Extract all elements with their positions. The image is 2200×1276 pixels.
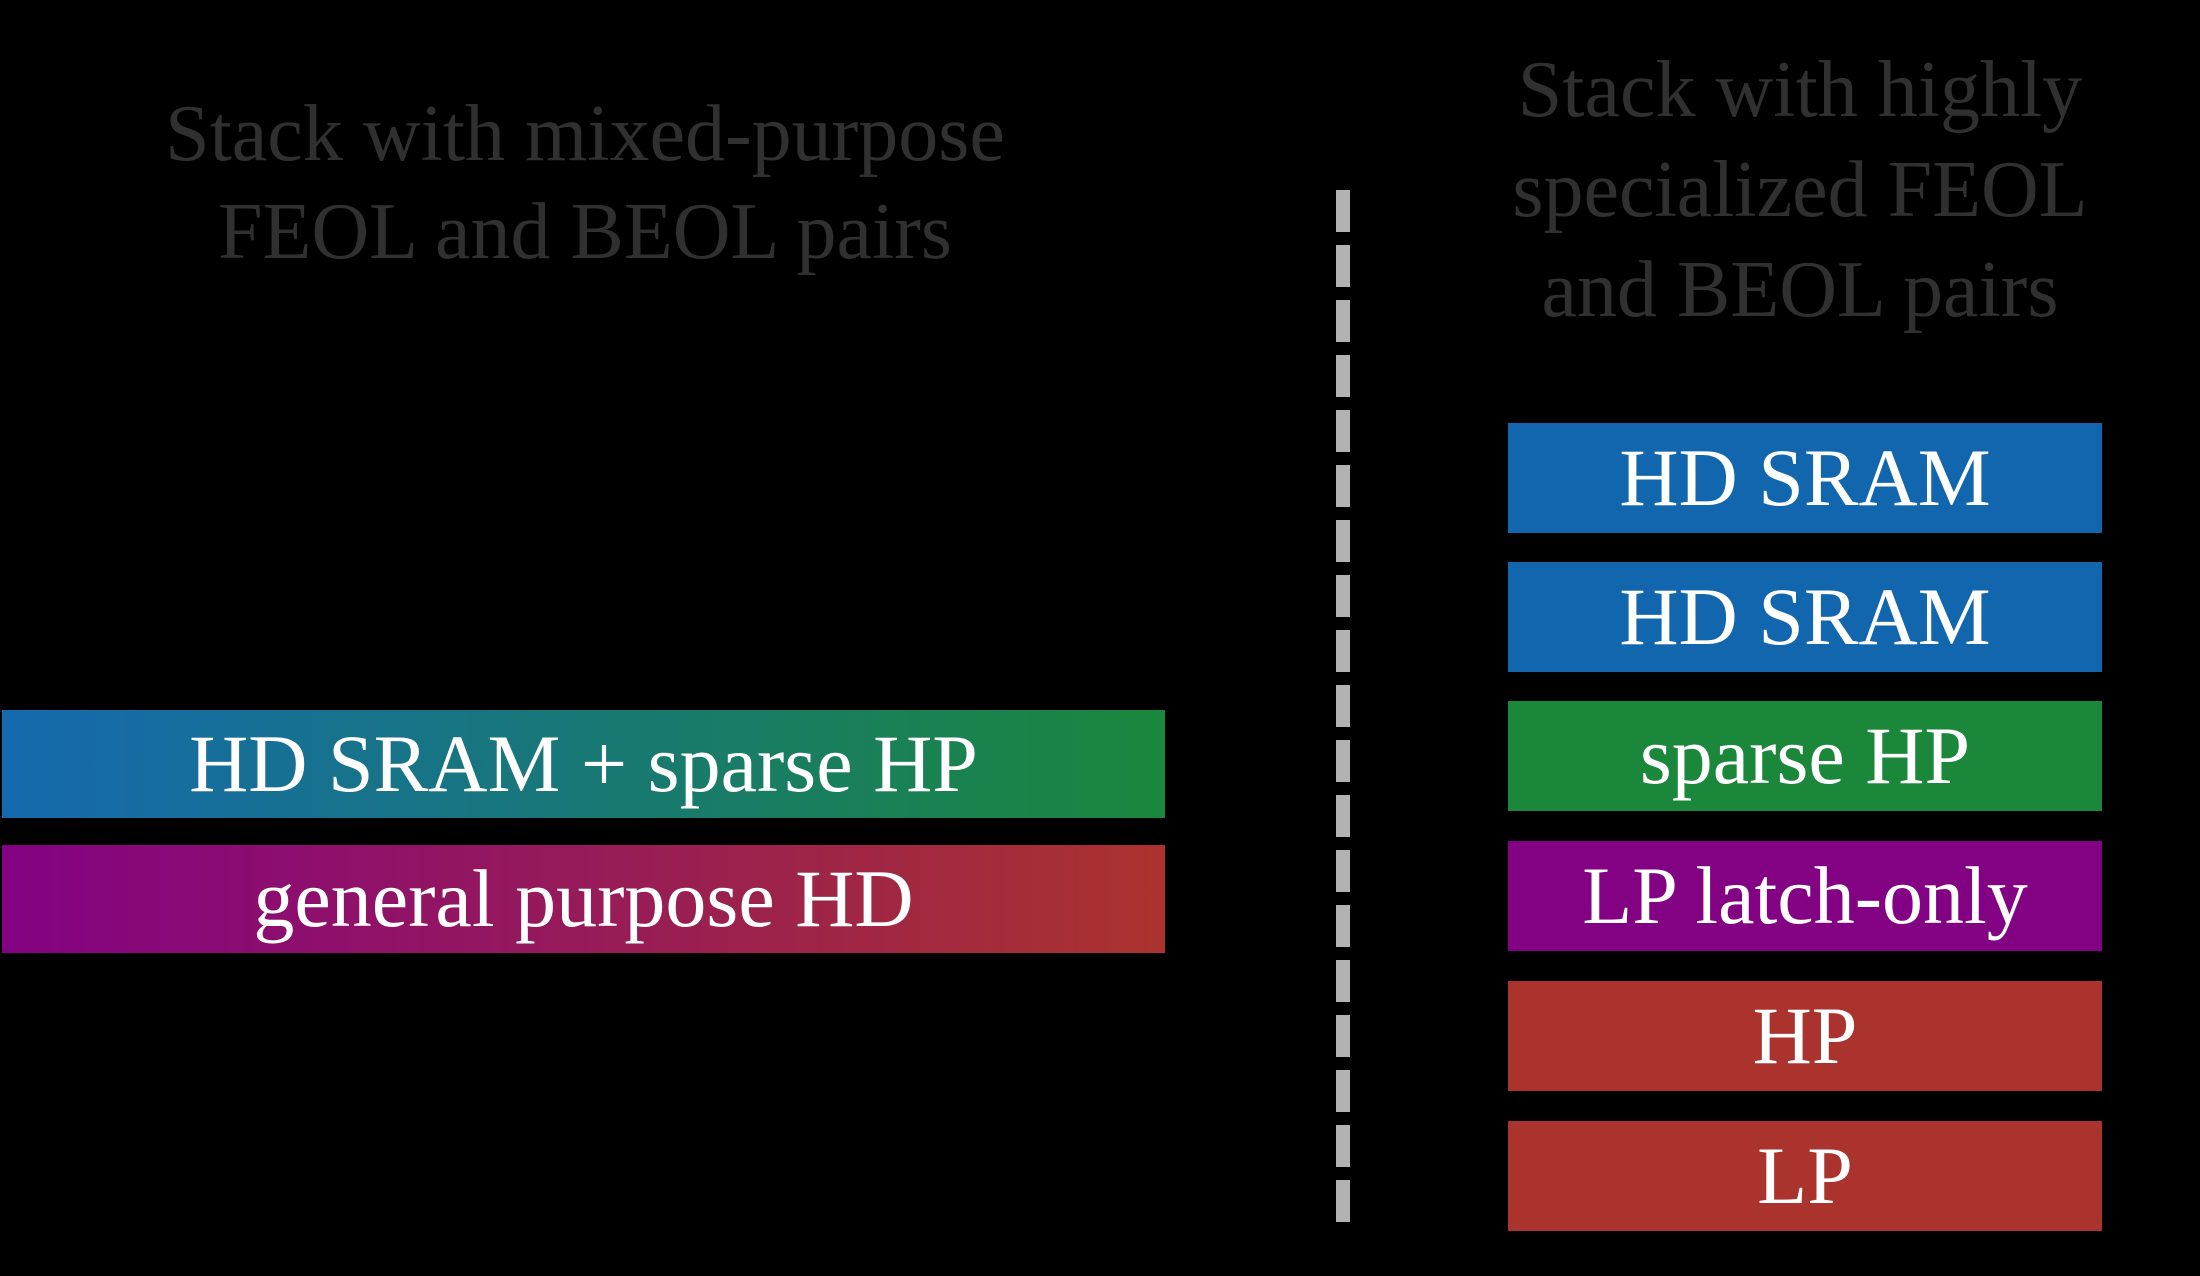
bar-label: sparse HP: [1639, 710, 1971, 801]
bar-label: LP latch-only: [1582, 850, 2028, 941]
bar-label: general purpose HD: [253, 853, 914, 944]
dashed-divider-line: [1336, 190, 1350, 1222]
bar-hd-sram-plus-sparse-hp: HD SRAM + sparse HP: [2, 710, 1165, 818]
bar-label: LP: [1757, 1130, 1853, 1221]
bar-sparse-hp: sparse HP: [1508, 701, 2102, 811]
bar-hd-sram-2: HD SRAM: [1508, 562, 2102, 672]
left-stack-title-line-1: Stack with mixed-purpose: [165, 90, 1005, 178]
bar-hp: HP: [1508, 981, 2102, 1091]
right-stack-title: Stack with highly specialized FEOL and B…: [1470, 40, 2130, 340]
bar-label: HD SRAM: [1619, 571, 1991, 662]
left-stack-title-line-2: FEOL and BEOL pairs: [218, 188, 952, 276]
bar-label: HD SRAM: [1619, 432, 1991, 523]
bar-general-purpose-hd: general purpose HD: [2, 845, 1165, 953]
right-stack-title-line-3: and BEOL pairs: [1541, 246, 2059, 334]
bar-lp: LP: [1508, 1121, 2102, 1231]
bar-lp-latch-only: LP latch-only: [1508, 841, 2102, 951]
right-stack-title-line-1: Stack with highly: [1517, 46, 2083, 134]
bar-label: HD SRAM + sparse HP: [189, 718, 978, 809]
bar-hd-sram-1: HD SRAM: [1508, 423, 2102, 533]
bar-label: HP: [1752, 990, 1858, 1081]
left-stack-title: Stack with mixed-purpose FEOL and BEOL p…: [85, 85, 1085, 281]
right-stack-title-line-2: specialized FEOL: [1512, 146, 2088, 234]
